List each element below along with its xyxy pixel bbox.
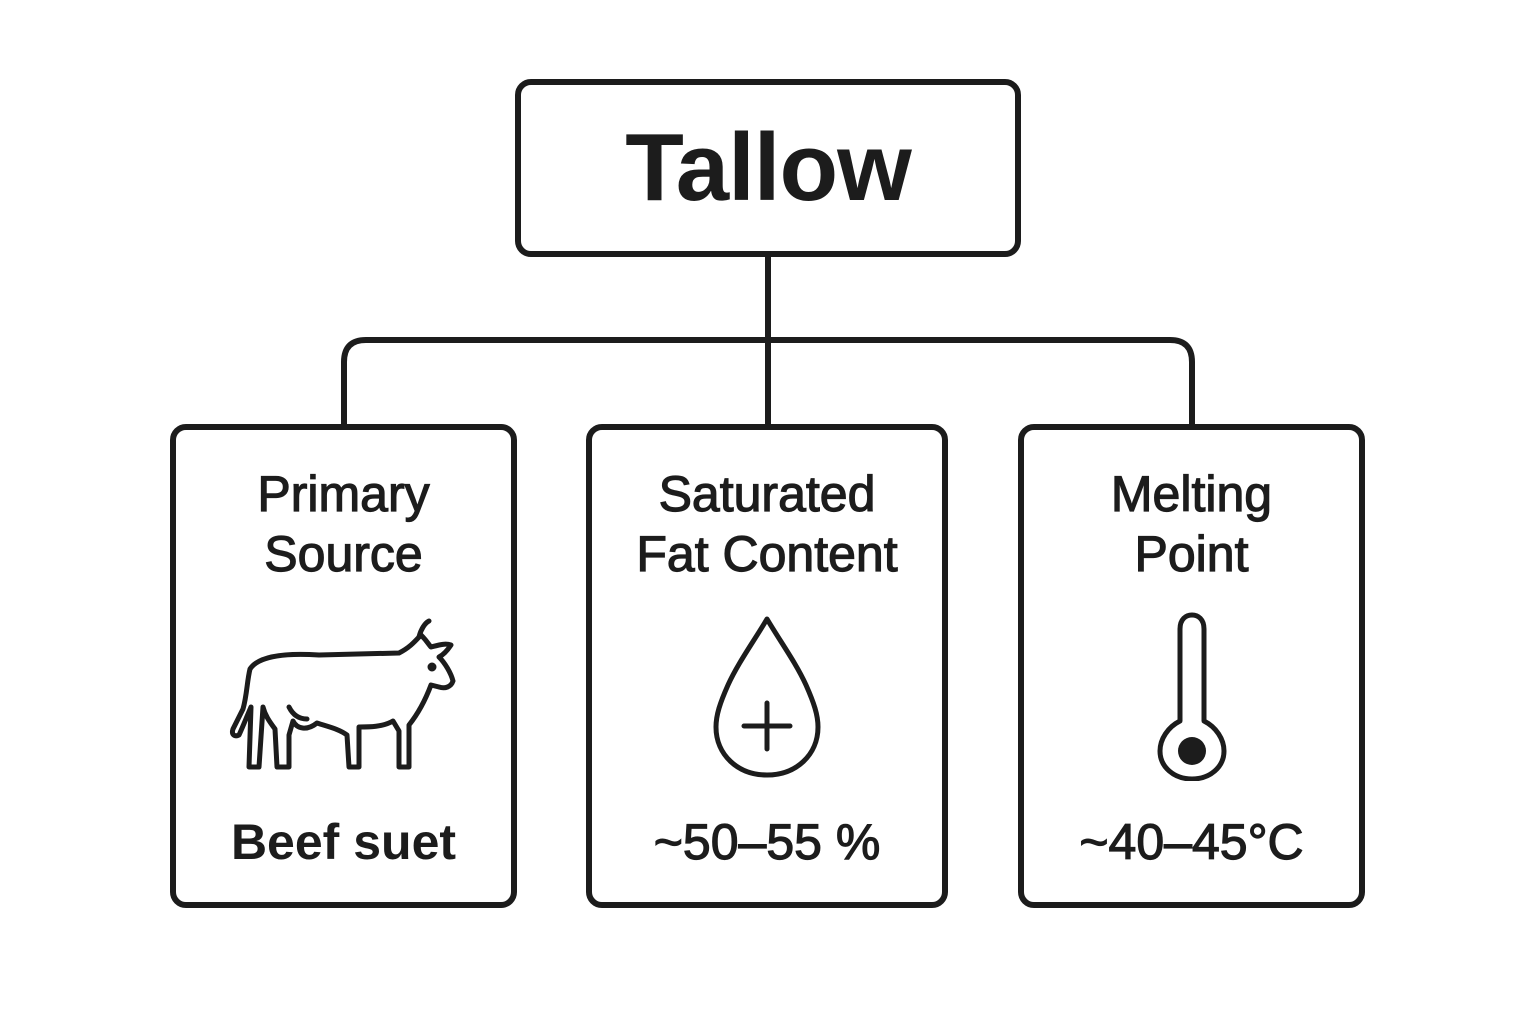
card-title-line: Melting (1110, 465, 1273, 522)
card-primary-source: Primary Source Beef suet (170, 424, 517, 908)
card-value: Beef suet (230, 814, 457, 870)
branch-line (341, 337, 1195, 427)
root-title: Tallow (625, 114, 912, 221)
drop-plus-icon (592, 606, 942, 786)
card-title-line: Fat Content (636, 525, 898, 582)
root-node: Tallow (515, 79, 1021, 257)
card-title: Primary Source (176, 464, 511, 584)
card-melting-point: Melting Point ~40–45°C (1018, 424, 1365, 908)
card-value: ~50–55 % (653, 813, 881, 870)
cow-icon (176, 606, 511, 786)
card-title-line: Saturated (658, 465, 876, 522)
card-title: Saturated Fat Content (592, 464, 942, 584)
thermometer-icon (1024, 606, 1359, 786)
card-title-line: Point (1134, 525, 1249, 582)
card-title-line: Source (264, 525, 424, 582)
card-saturated-fat: Saturated Fat Content ~50–55 % (586, 424, 948, 908)
card-title-line: Primary (257, 465, 430, 522)
card-value: ~40–45°C (1079, 813, 1305, 870)
card-title: Melting Point (1024, 464, 1359, 584)
